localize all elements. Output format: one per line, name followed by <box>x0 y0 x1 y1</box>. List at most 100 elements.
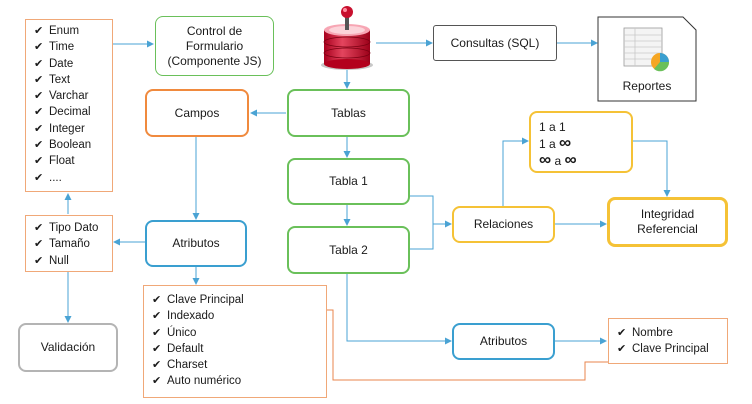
constraint-item: ✔ Único <box>152 325 326 341</box>
consultas-box: Consultas (SQL) <box>433 25 557 61</box>
check-icon: ✔ <box>34 139 44 152</box>
validacion-box: Validación <box>18 323 118 372</box>
arrow-cardinalidad-to-integridad <box>633 140 671 197</box>
arrow-relaciones-to-cardinalidad <box>502 137 529 206</box>
data-type-item-label: Decimal <box>49 106 91 119</box>
field-prop-item-label: Tamaño <box>49 238 90 251</box>
tablas-box: Tablas <box>287 89 410 137</box>
data-type-item: ✔ Varchar <box>34 88 112 104</box>
atributos-campos-label: Atributos <box>172 236 220 250</box>
cardinality-one-to-one: 1 a 1 <box>539 120 566 134</box>
database-icon <box>318 2 376 72</box>
validacion-label: Validación <box>40 340 96 354</box>
data-type-item: ✔Float <box>34 153 112 169</box>
check-icon: ✔ <box>34 90 44 103</box>
reportes-label: Reportes <box>622 79 672 93</box>
field-prop-item: ✔Null <box>34 253 112 269</box>
data-type-item-label: Varchar <box>49 90 89 103</box>
check-icon: ✔ <box>34 171 44 184</box>
check-icon: ✔ <box>617 327 627 339</box>
report-sheet-icon <box>623 27 670 72</box>
check-icon: ✔ <box>34 73 44 86</box>
constraint-item-label: Default <box>167 342 204 355</box>
constraint-item: ✔ Clave Principal <box>152 292 326 308</box>
check-icon: ✔ <box>34 238 44 251</box>
cardinality-box: 1 a 1 1 a ∞ ∞ a ∞ <box>529 111 633 173</box>
relaciones-box: Relaciones <box>452 206 555 243</box>
constraints-list: ✔Clave Principal✔Indexado✔Único✔Default✔… <box>143 285 327 398</box>
atributos-campos-box: Atributos <box>145 220 247 267</box>
check-icon: ✔ <box>34 222 44 234</box>
data-type-item-label: Integer <box>49 122 85 135</box>
data-type-item: ✔ Text <box>34 72 112 88</box>
line-tabla1-to-relaciones <box>410 195 452 228</box>
check-icon: ✔ <box>34 57 44 70</box>
relaciones-label: Relaciones <box>473 217 534 231</box>
data-type-item-label: Enum <box>49 25 80 37</box>
form-control-line1: Control de <box>186 23 243 38</box>
data-type-item-label: .... <box>49 171 62 184</box>
atributos-tabla-label: Atributos <box>479 334 528 348</box>
table-prop-item-label: Clave Principal <box>632 343 709 356</box>
field-prop-item: ✔ Tipo Dato <box>34 220 112 236</box>
check-icon: ✔ <box>152 342 162 355</box>
constraint-item-label: Indexado <box>167 310 215 323</box>
consultas-label: Consultas (SQL) <box>450 35 540 50</box>
check-icon: ✔ <box>617 343 627 356</box>
campos-label: Campos <box>174 105 220 120</box>
check-icon: ✔ <box>34 122 44 135</box>
infinity-icon: ∞ <box>559 133 572 152</box>
data-type-item: ✔ Decimal <box>34 104 112 120</box>
field-prop-item-label: Null <box>49 254 69 267</box>
form-control-line3: (Componente JS) <box>167 53 262 68</box>
data-type-item-label: Time <box>49 41 75 54</box>
table-prop-item: ✔ Nombre <box>617 325 727 341</box>
data-type-item: ✔ Boolean <box>34 137 112 153</box>
check-icon: ✔ <box>152 310 162 323</box>
constraint-item-label: Único <box>167 326 197 339</box>
data-type-item: ✔ Integer <box>34 121 112 137</box>
check-icon: ✔ <box>152 326 162 339</box>
table-prop-item-label: Nombre <box>632 327 673 339</box>
check-icon: ✔ <box>34 106 44 119</box>
table-prop-item: ✔ Clave Principal <box>617 341 727 357</box>
constraint-item: ✔ Default <box>152 341 326 357</box>
data-type-item: ✔.... <box>34 170 112 186</box>
constraint-item: ✔ Auto numérico <box>152 373 326 389</box>
data-types-list: ✔ Enum ✔ Time ✔ Date ✔ Text ✔ Varchar ✔ Decimal ✔ Int… <box>25 19 113 192</box>
tabla2-label: Tabla 2 <box>329 242 368 257</box>
data-type-item-label: Float <box>49 155 75 168</box>
line-tabla2-to-relaciones <box>410 224 434 250</box>
check-icon: ✔ <box>152 375 162 388</box>
check-icon: ✔ <box>152 294 162 306</box>
field-prop-item: ✔ Tamaño <box>34 236 112 252</box>
atributos-tabla-box: Atributos <box>452 323 555 360</box>
data-type-item: ✔ Time <box>34 39 112 55</box>
data-type-item-label: Date <box>49 57 74 70</box>
data-type-item-label: Boolean <box>49 139 92 152</box>
field-props-list: ✔ Tipo Dato ✔ Tamaño ✔Null <box>25 215 113 272</box>
table-props-list: ✔ Nombre ✔ Clave Principal <box>608 318 728 364</box>
tabla1-box: Tabla 1 <box>287 158 410 205</box>
data-type-item: ✔ Enum <box>34 23 112 39</box>
constraint-item-label: Auto numérico <box>167 375 242 388</box>
campos-box: Campos <box>145 89 249 137</box>
tabla2-box: Tabla 2 <box>287 226 410 274</box>
check-icon: ✔ <box>34 25 44 37</box>
constraint-item: ✔ Charset <box>152 357 326 373</box>
check-icon: ✔ <box>152 359 162 372</box>
integridad-box: Integridad Referencial <box>607 197 728 247</box>
reportes-box: Reportes <box>597 16 697 102</box>
infinity-icon: ∞ <box>539 150 552 169</box>
cardinality-one-to-many: 1 a ∞ <box>539 133 572 152</box>
form-control-line2: Formulario <box>185 38 244 53</box>
check-icon: ✔ <box>34 41 44 54</box>
integridad-line1: Integridad <box>640 207 695 221</box>
field-prop-item-label: Tipo Dato <box>49 222 99 234</box>
tablas-label: Tablas <box>331 105 366 120</box>
constraint-item-label: Charset <box>167 359 208 372</box>
data-type-item-label: Text <box>49 73 71 86</box>
arrow-tabla2-to-atributos <box>346 273 452 345</box>
constraint-item-label: Clave Principal <box>167 294 244 306</box>
